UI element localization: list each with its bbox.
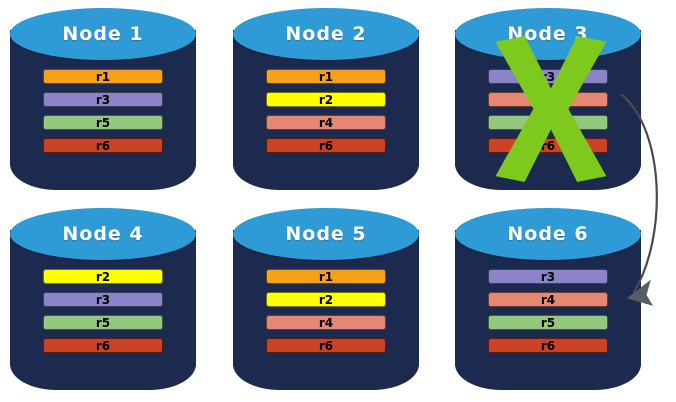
replica-bar[interactable]: r1 — [266, 269, 386, 284]
cylinder-top — [10, 208, 196, 260]
node-label: Node 4 — [62, 223, 144, 245]
node-label: Node 2 — [285, 23, 367, 45]
replica-bar[interactable]: r3 — [488, 69, 608, 84]
node-cylinder[interactable]: Node 3 r3 r4 r5 r6 — [455, 8, 641, 190]
cylinder-top — [10, 8, 196, 60]
replica-bar[interactable]: r6 — [43, 138, 163, 153]
replica-bar[interactable]: r1 — [43, 69, 163, 84]
node-label: Node 5 — [285, 223, 367, 245]
replica-bar[interactable]: r1 — [266, 69, 386, 84]
replica-bar[interactable]: r6 — [266, 338, 386, 353]
cylinder-top — [455, 208, 641, 260]
replica-bar[interactable]: r6 — [488, 138, 608, 153]
node-cylinder[interactable]: Node 6 r3 r4 r5 r6 — [455, 208, 641, 390]
replica-bar[interactable]: r4 — [488, 92, 608, 107]
cylinder-top — [233, 8, 419, 60]
replica-bar[interactable]: r5 — [43, 115, 163, 130]
cylinder-top — [233, 208, 419, 260]
replica-list: r1 r2 r4 r6 — [266, 69, 386, 153]
replica-bar[interactable]: r3 — [488, 269, 608, 284]
replica-bar[interactable]: r4 — [488, 292, 608, 307]
replica-bar[interactable]: r5 — [43, 315, 163, 330]
replica-bar[interactable]: r6 — [266, 138, 386, 153]
replica-bar[interactable]: r5 — [488, 315, 608, 330]
node-label: Node 6 — [507, 223, 589, 245]
node-label: Node 1 — [62, 23, 144, 45]
replica-bar[interactable]: r2 — [266, 292, 386, 307]
node-cylinder[interactable]: Node 5 r1 r2 r4 r6 — [233, 208, 419, 390]
replica-list: r1 r3 r5 r6 — [43, 69, 163, 153]
node-label: Node 3 — [507, 23, 589, 45]
replica-bar[interactable]: r3 — [43, 92, 163, 107]
node-cylinder[interactable]: Node 2 r1 r2 r4 r6 — [233, 8, 419, 190]
node-cylinder[interactable]: Node 4 r2 r3 r5 r6 — [10, 208, 196, 390]
replica-bar[interactable]: r2 — [266, 92, 386, 107]
replica-bar[interactable]: r3 — [43, 292, 163, 307]
replica-list: r1 r2 r4 r6 — [266, 269, 386, 353]
replica-list: r2 r3 r5 r6 — [43, 269, 163, 353]
replica-bar[interactable]: r5 — [488, 115, 608, 130]
replica-bar[interactable]: r4 — [266, 315, 386, 330]
replica-bar[interactable]: r6 — [488, 338, 608, 353]
replica-bar[interactable]: r6 — [43, 338, 163, 353]
replica-bar[interactable]: r2 — [43, 269, 163, 284]
replica-bar[interactable]: r4 — [266, 115, 386, 130]
node-cylinder[interactable]: Node 1 r1 r3 r5 r6 — [10, 8, 196, 190]
replica-list: r3 r4 r5 r6 — [488, 269, 608, 353]
replica-list: r3 r4 r5 r6 — [488, 69, 608, 153]
